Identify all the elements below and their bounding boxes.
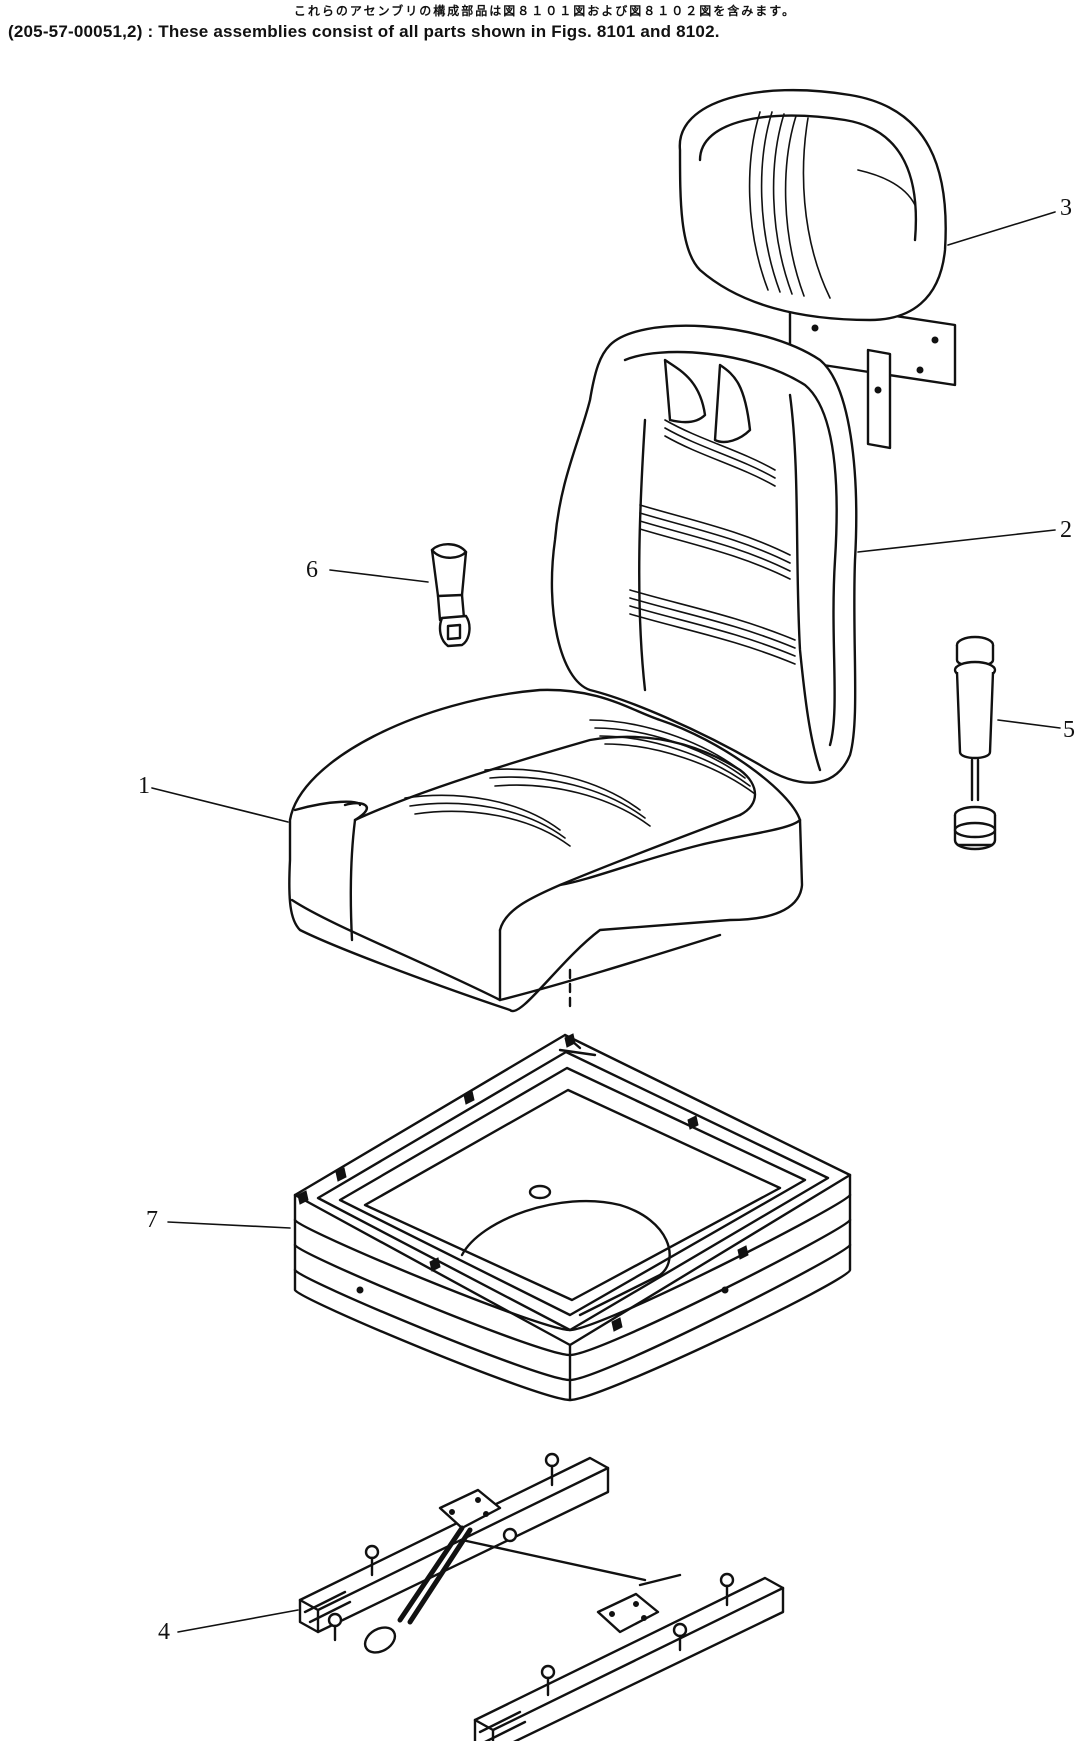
callout-2: 2 xyxy=(1060,517,1072,543)
backrest-part[interactable] xyxy=(550,324,858,784)
callout-leader-1 xyxy=(151,787,289,823)
callout-leader-3 xyxy=(947,211,1056,246)
callout-7: 7 xyxy=(146,1207,158,1233)
callout-leader-7 xyxy=(167,1221,291,1229)
callout-leader-5 xyxy=(997,719,1061,729)
japanese-header-note: これらのアセンブリの構成部品は図８１０１図および図８１０２図を含みます。 xyxy=(293,4,797,18)
english-header-note: (205-57-00051,2) : These assemblies cons… xyxy=(8,22,720,41)
callout-leader-4 xyxy=(177,1609,299,1633)
damper-part[interactable] xyxy=(953,635,997,851)
callout-4: 4 xyxy=(158,1619,170,1645)
headrest-part[interactable] xyxy=(678,89,957,450)
lever-knob-part[interactable] xyxy=(430,543,471,648)
callout-3: 3 xyxy=(1060,195,1072,221)
seat-cushion-part[interactable] xyxy=(288,688,804,1013)
callout-6: 6 xyxy=(306,557,318,583)
slide-rail-part[interactable] xyxy=(298,1452,785,1741)
suspension-bellows-part[interactable] xyxy=(293,1033,852,1402)
callout-leader-2 xyxy=(857,529,1056,553)
callout-5: 5 xyxy=(1063,717,1075,743)
callout-1: 1 xyxy=(138,773,150,799)
callout-leader-6 xyxy=(329,569,429,583)
